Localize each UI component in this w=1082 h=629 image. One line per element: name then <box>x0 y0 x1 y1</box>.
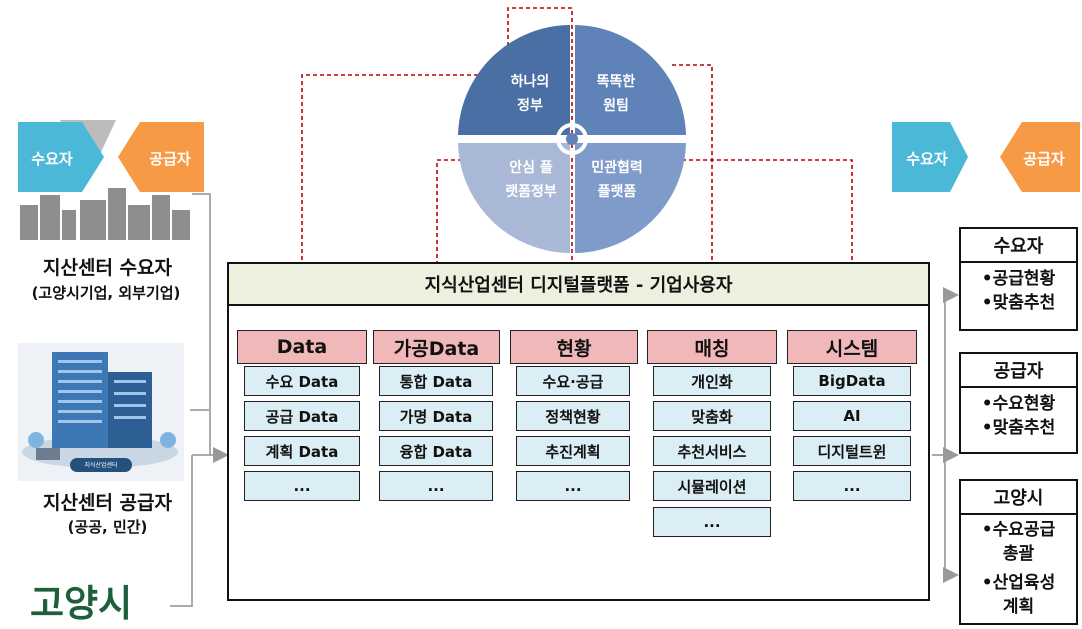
cell-customization: 맞춤화 <box>653 401 771 431</box>
cell-plan: 추진계획 <box>516 436 630 466</box>
left-demand-arrow-shape <box>18 122 104 192</box>
demand-box-item: •공급현황 <box>981 269 1056 289</box>
supplier-box-item: •수요현황 <box>981 394 1056 414</box>
cell-plan-data: 계획 Data <box>244 436 360 466</box>
cell-recommendation: 추천서비스 <box>653 436 771 466</box>
cell-personalization: 개인화 <box>653 366 771 396</box>
right-supply-arrow-shape <box>1000 122 1080 192</box>
cell-bigdata: BigData <box>793 366 911 396</box>
cell-demand-supply: 수요·공급 <box>516 366 630 396</box>
column-header-data: Data <box>237 330 367 364</box>
cell-more: ... <box>379 471 493 501</box>
cell-digital-twin: 디지털트윈 <box>793 436 911 466</box>
city-box-item: 계획 <box>1002 597 1035 617</box>
platform-box <box>227 262 930 601</box>
goyang-logo: 고양시 <box>30 582 133 625</box>
building-illustration <box>18 343 184 481</box>
cell-demand-data: 수요 Data <box>244 366 360 396</box>
cell-integrated-data: 통합 Data <box>379 366 493 396</box>
cell-ai: AI <box>793 401 911 431</box>
city-box-title: 고양시 <box>959 479 1078 515</box>
demand-sub: (고양시기업, 외부기업) <box>31 284 181 302</box>
right-connectors <box>932 287 959 583</box>
demand-box-title: 수요자 <box>959 227 1078 263</box>
cell-more: ... <box>793 471 911 501</box>
cell-more: ... <box>244 471 360 501</box>
city-box-item: •수요공급 <box>981 520 1056 540</box>
buildings-icon <box>20 120 190 240</box>
supply-sub: (공공, 민간) <box>67 518 148 536</box>
supplier-box-title: 공급자 <box>959 352 1078 388</box>
demand-label: 지산센터 수요자 <box>43 257 172 279</box>
cell-policy-status: 정책현황 <box>516 401 630 431</box>
supply-label: 지산센터 공급자 <box>43 492 172 514</box>
demand-box-item: •맞춤추천 <box>981 293 1056 313</box>
platform-title: 지식산업센터 디지털플랫폼 - 기업사용자 <box>227 262 930 306</box>
cell-more: ... <box>653 507 771 537</box>
column-header-status: 현황 <box>510 330 638 364</box>
cell-fusion-data: 융합 Data <box>379 436 493 466</box>
right-supply-arrow: 공급자 <box>1023 150 1065 168</box>
right-demand-arrow: 수요자 <box>906 150 948 168</box>
cell-simulation: 시뮬레이션 <box>653 471 771 501</box>
building-sign: 지식산업센터 <box>84 462 118 469</box>
city-box-item: 총괄 <box>1002 544 1035 564</box>
cell-pseudonym-data: 가명 Data <box>379 401 493 431</box>
left-connectors <box>170 193 229 607</box>
column-header-system: 시스템 <box>787 330 917 364</box>
supplier-box-item: •맞춤추천 <box>981 418 1056 438</box>
left-supply-arrow: 공급자 <box>149 150 191 168</box>
city-box-item: •산업육성 <box>981 573 1056 593</box>
left-demand-arrow: 수요자 <box>31 150 73 168</box>
cell-supply-data: 공급 Data <box>244 401 360 431</box>
column-header-processed-data: 가공Data <box>373 330 500 364</box>
column-header-matching: 매칭 <box>647 330 777 364</box>
right-demand-arrow-shape <box>892 122 968 192</box>
policy-circle <box>458 25 686 253</box>
cell-more: ... <box>516 471 630 501</box>
left-supply-arrow-shape <box>118 122 204 192</box>
